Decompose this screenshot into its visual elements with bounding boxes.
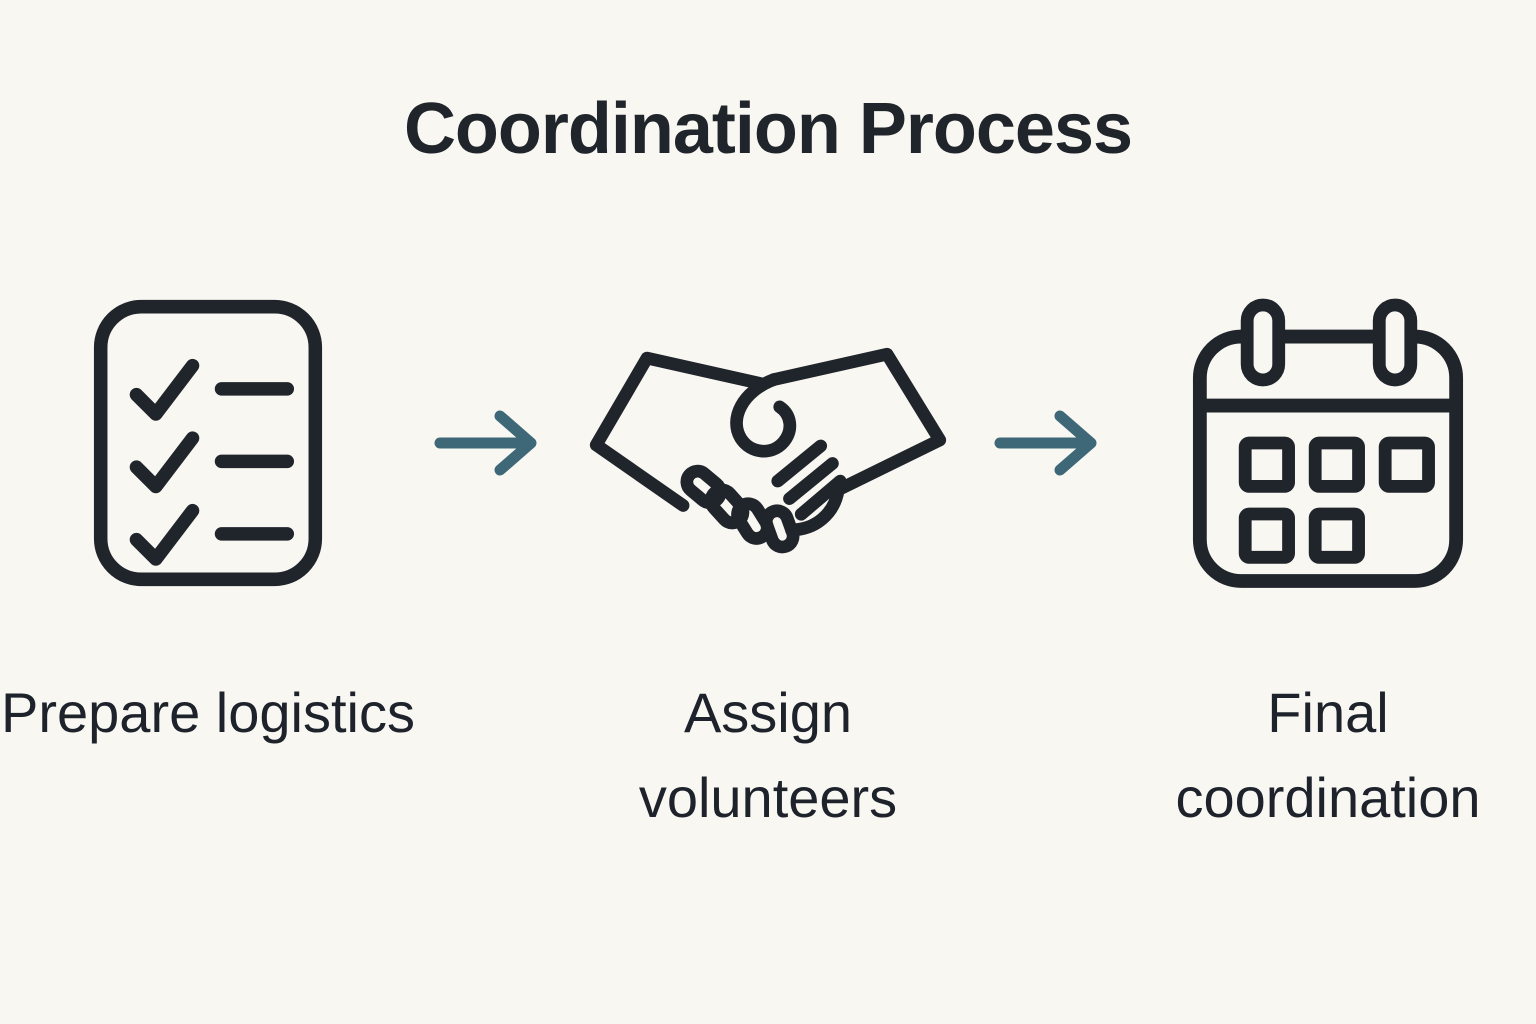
calendar-icon bbox=[1192, 298, 1464, 588]
checklist-icon bbox=[93, 299, 323, 587]
step-label: Assign volunteers bbox=[638, 681, 898, 830]
arrow-right-icon bbox=[994, 410, 1097, 476]
arrow-right-icon bbox=[434, 410, 537, 476]
step-final-coordination: Final coordination bbox=[1108, 288, 1536, 840]
step-prepare-logistics: Prepare logistics bbox=[0, 288, 428, 755]
step-label: Final coordination bbox=[1175, 681, 1481, 830]
handshake-icon bbox=[589, 347, 947, 554]
step-assign-volunteers: Assign volunteers bbox=[548, 288, 988, 840]
page-title: Coordination Process bbox=[403, 89, 1133, 169]
step-label: Prepare logistics bbox=[1, 681, 415, 744]
process-flow: Prepare logistics bbox=[1, 288, 1518, 840]
